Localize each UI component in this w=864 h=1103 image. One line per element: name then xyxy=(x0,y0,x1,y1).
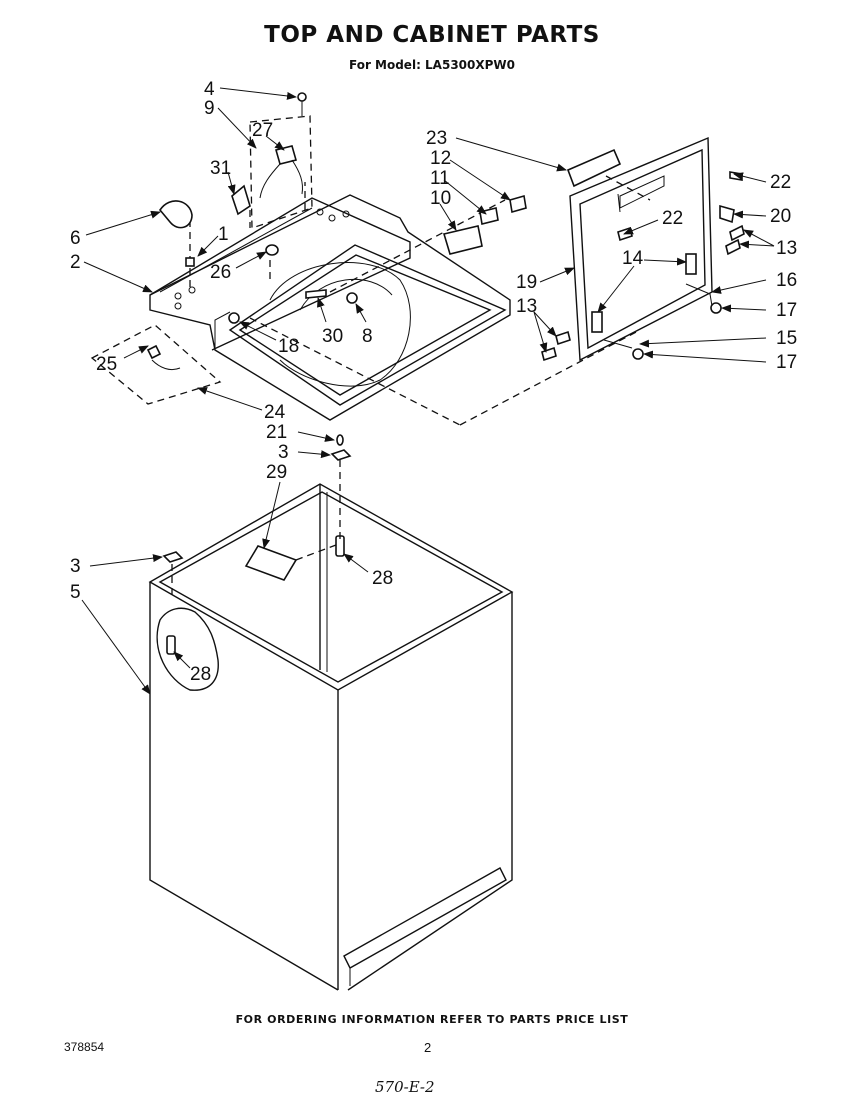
lid-drawing xyxy=(442,136,745,362)
callout-22-right: 22 xyxy=(770,172,791,193)
callout-11: 11 xyxy=(430,168,450,189)
hinge-box-drawing xyxy=(90,324,222,405)
callout-8: 8 xyxy=(362,326,373,347)
callout-1: 1 xyxy=(218,224,229,245)
ordering-note: FOR ORDERING INFORMATION REFER TO PARTS … xyxy=(235,1013,629,1026)
page-title: TOP AND CABINET PARTS xyxy=(264,22,600,48)
callout-23: 23 xyxy=(426,128,447,149)
callout-13-left: 13 xyxy=(516,296,537,317)
callout-27: 27 xyxy=(252,120,273,141)
page-number: 2 xyxy=(424,1040,432,1055)
callout-3-left: 3 xyxy=(70,556,81,577)
callout-leaders xyxy=(81,87,775,695)
callout-17-top: 17 xyxy=(776,300,797,321)
top-assembly-drawing xyxy=(149,182,641,426)
callout-2: 2 xyxy=(70,252,81,273)
callout-25: 25 xyxy=(96,354,117,375)
callout-16: 16 xyxy=(776,270,797,291)
callout-12: 12 xyxy=(430,148,451,169)
callout-24: 24 xyxy=(264,402,286,423)
callout-28-center: 28 xyxy=(372,568,393,589)
callout-19: 19 xyxy=(516,272,537,293)
callout-17-bottom: 17 xyxy=(776,352,797,373)
model-subtitle: For Model: LA5300XPW0 xyxy=(348,58,516,72)
callout-4: 4 xyxy=(204,79,215,100)
cabinet-drawing xyxy=(148,434,514,991)
callout-6: 6 xyxy=(70,228,81,249)
callout-9: 9 xyxy=(204,98,215,119)
callout-10: 10 xyxy=(430,188,451,209)
callout-29: 29 xyxy=(266,462,287,483)
document-number: 378854 xyxy=(64,1040,105,1054)
handwritten-note: 570-E-2 xyxy=(375,1078,435,1096)
callout-21: 21 xyxy=(266,422,287,443)
callout-14: 14 xyxy=(622,248,644,269)
callout-5: 5 xyxy=(70,582,81,603)
callout-26: 26 xyxy=(210,262,231,283)
callout-labels: 4 9 27 31 6 1 2 26 30 8 18 25 24 21 3 29… xyxy=(70,79,797,685)
callout-30: 30 xyxy=(322,326,343,347)
callout-15: 15 xyxy=(776,328,797,349)
callout-13-right: 13 xyxy=(776,238,797,259)
callout-3-top: 3 xyxy=(278,442,289,463)
callout-18: 18 xyxy=(278,336,299,357)
callout-28-left: 28 xyxy=(190,664,211,685)
callout-22-lid: 22 xyxy=(662,208,683,229)
callout-31: 31 xyxy=(210,158,231,179)
callout-20: 20 xyxy=(770,206,791,227)
